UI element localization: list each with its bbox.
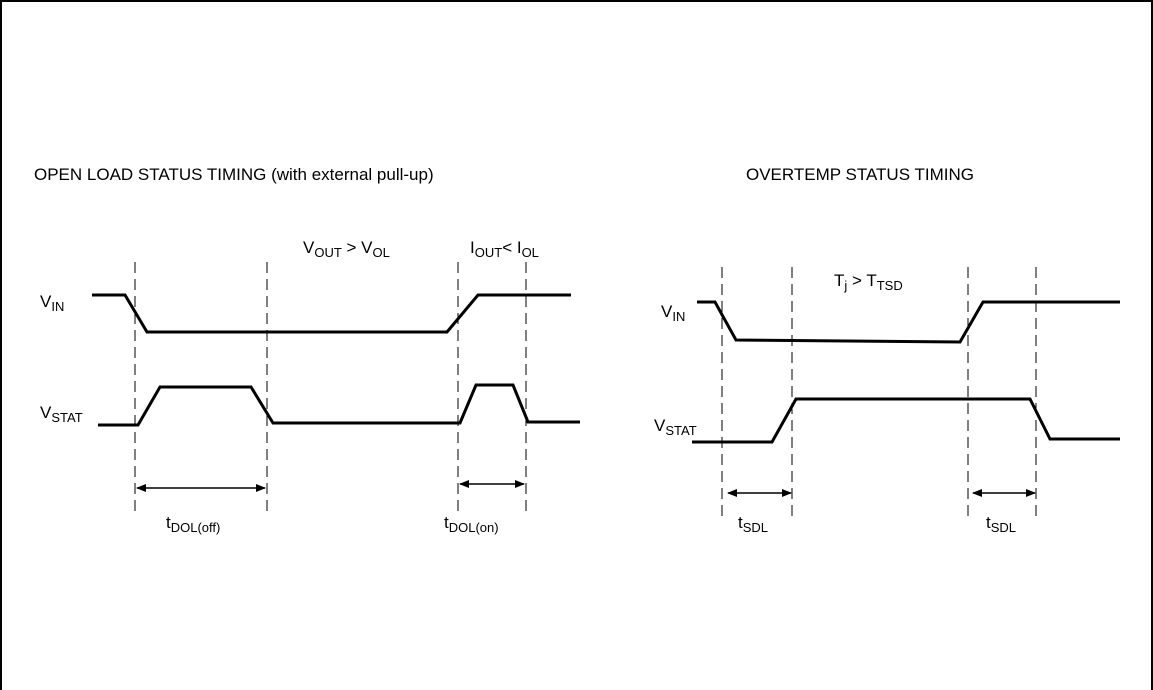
overtemp-condition: Tj > TTSD (834, 271, 903, 293)
overtemp-diagram: OVERTEMP STATUS TIMING Tj > TTSD VIN VST… (654, 165, 1120, 535)
open-load-tdol-on-label: tDOL(on) (444, 513, 499, 535)
open-load-condition-iout: IOUT< IOL (470, 238, 539, 260)
open-load-vstat-waveform (98, 383, 580, 427)
open-load-vstat-label: VSTAT (40, 403, 83, 425)
overtemp-title: OVERTEMP STATUS TIMING (746, 165, 974, 184)
open-load-title: OPEN LOAD STATUS TIMING (with external p… (34, 165, 434, 184)
open-load-vin-waveform (92, 293, 571, 334)
open-load-tdol-off-label: tDOL(off) (166, 513, 220, 535)
overtemp-tsdl-label-2: tSDL (986, 513, 1016, 535)
overtemp-tsdl-label-1: tSDL (738, 513, 768, 535)
open-load-condition-vout: VOUT > VOL (303, 238, 390, 260)
overtemp-vin-label: VIN (661, 302, 685, 324)
overtemp-vstat-label: VSTAT (654, 416, 697, 438)
open-load-vin-label: VIN (40, 292, 64, 314)
overtemp-vin-waveform (697, 300, 1120, 344)
open-load-diagram: OPEN LOAD STATUS TIMING (with external p… (34, 165, 580, 535)
overtemp-vstat-waveform (692, 397, 1120, 444)
